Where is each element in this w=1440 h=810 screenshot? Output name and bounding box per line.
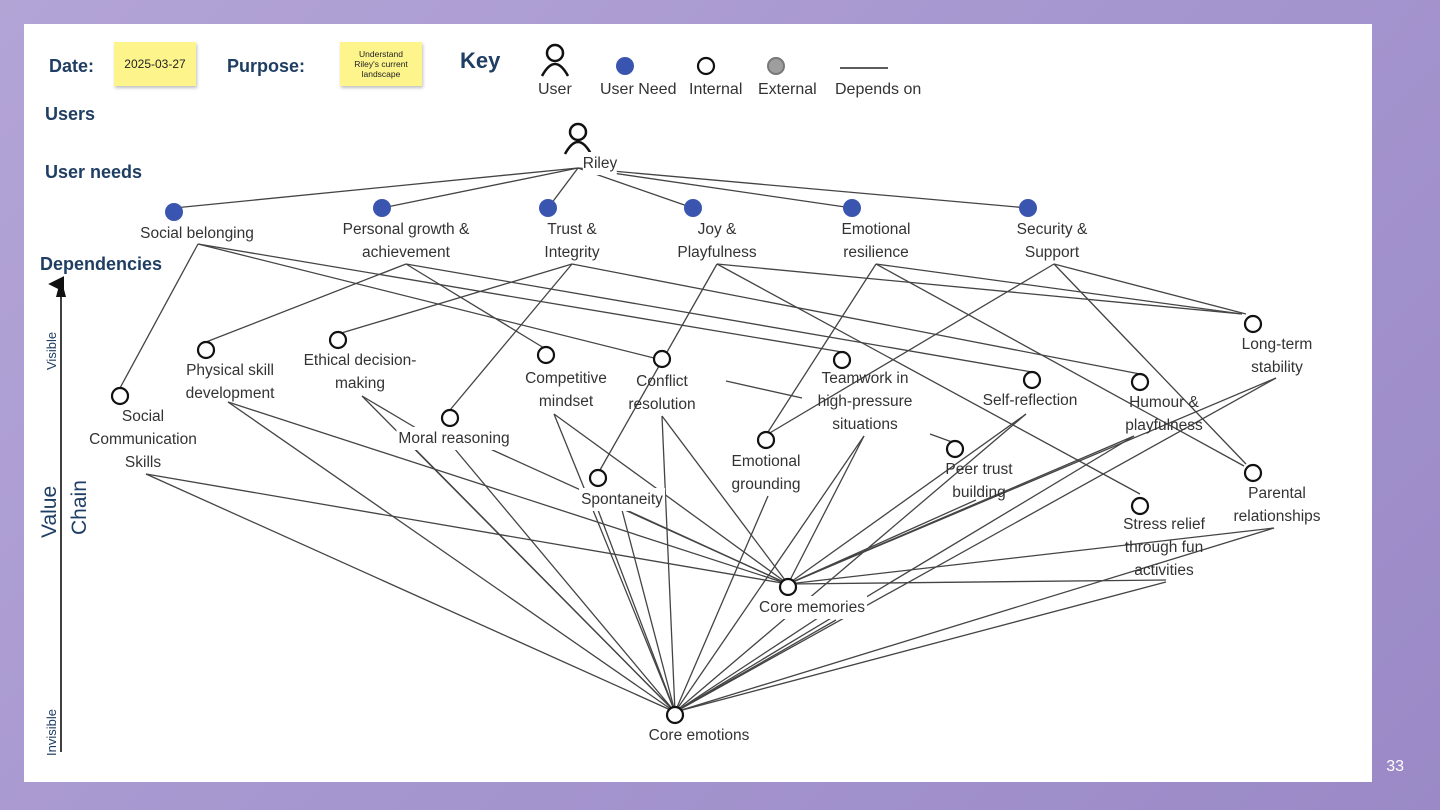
node-self-reflection bbox=[1022, 370, 1042, 390]
label-riley: Riley bbox=[582, 152, 618, 175]
label-trust: Trust & Integrity bbox=[544, 221, 600, 261]
node-competitive bbox=[536, 345, 556, 365]
label-social-belonging: Social belonging bbox=[140, 225, 254, 242]
node-ethical bbox=[328, 330, 348, 350]
node-humour bbox=[1130, 372, 1150, 392]
date-label: Date: bbox=[49, 56, 95, 76]
need-node-personal-growth bbox=[373, 199, 391, 217]
key-depends-on-label: Depends on bbox=[835, 81, 922, 98]
key-internal-label: Internal bbox=[689, 81, 743, 98]
key-user-icon bbox=[540, 43, 570, 77]
key-external-icon bbox=[767, 57, 785, 75]
label-long-term: Long-term stability bbox=[1241, 336, 1313, 376]
node-teamwork bbox=[832, 350, 852, 370]
label-emotional-resilience: Emotional resilience bbox=[841, 221, 911, 261]
node-parental bbox=[1243, 463, 1263, 483]
node-peer-trust bbox=[945, 439, 965, 459]
label-peer-trust: Peer trust building bbox=[945, 461, 1013, 501]
need-node-joy bbox=[684, 199, 702, 217]
label-ethical: Ethical decision- making bbox=[303, 352, 417, 392]
node-conflict bbox=[652, 349, 672, 369]
axis-arrowhead bbox=[56, 278, 66, 297]
label-stress-relief: Stress relief through fun activities bbox=[1123, 516, 1205, 579]
need-node-security bbox=[1019, 199, 1037, 217]
node-spontaneity bbox=[588, 468, 608, 488]
riley-user-icon bbox=[563, 122, 593, 155]
key-title: Key bbox=[460, 48, 501, 73]
key-internal-icon bbox=[696, 56, 716, 76]
section-users: Users bbox=[45, 104, 96, 124]
node-core-emotions bbox=[665, 705, 685, 725]
label-core-emotions: Core emotions bbox=[648, 727, 750, 744]
node-emotional-grounding bbox=[756, 430, 776, 450]
label-parental: Parental relationships bbox=[1233, 485, 1321, 525]
need-node-emotional-resilience bbox=[843, 199, 861, 217]
key-external-label: External bbox=[758, 81, 817, 98]
purpose-sticky-note: Understand Riley's current landscape bbox=[340, 42, 422, 86]
key-user-need-icon bbox=[616, 57, 634, 75]
label-conflict: Conflict resolution bbox=[628, 373, 696, 413]
label-self-reflection: Self-reflection bbox=[982, 392, 1078, 409]
label-humour: Humour & playfulness bbox=[1125, 394, 1203, 434]
node-stress-relief bbox=[1130, 496, 1150, 516]
purpose-label: Purpose: bbox=[227, 56, 306, 76]
date-sticky-note: 2025-03-27 bbox=[114, 42, 196, 86]
label-spontaneity: Spontaneity bbox=[579, 488, 665, 511]
label-joy: Joy & Playfulness bbox=[677, 221, 757, 261]
node-long-term bbox=[1243, 314, 1263, 334]
label-moral: Moral reasoning bbox=[396, 427, 512, 450]
label-core-memories: Core memories bbox=[757, 596, 867, 619]
label-physical-skill: Physical skill development bbox=[185, 362, 275, 402]
page-number: 33 bbox=[1386, 758, 1404, 775]
internal-nodes bbox=[110, 314, 1263, 725]
node-moral bbox=[440, 408, 460, 428]
label-social-comm: Social Communication Skills bbox=[89, 408, 197, 471]
label-personal-growth: Personal growth & achievement bbox=[342, 221, 470, 261]
key-user-need-label: User Need bbox=[600, 81, 677, 98]
value-chain-diagram bbox=[48, 43, 1277, 752]
node-core-memories bbox=[778, 577, 798, 597]
user-need-nodes bbox=[165, 199, 1037, 221]
label-security: Security & Support bbox=[1016, 221, 1088, 261]
node-physical-skill bbox=[196, 340, 216, 360]
slide: Date: 2025-03-27 Purpose: Understand Ril… bbox=[24, 24, 1372, 782]
need-node-social-belonging bbox=[165, 203, 183, 221]
node-social-comm bbox=[110, 386, 130, 406]
key-user-label: User bbox=[538, 81, 572, 98]
label-emotional-grounding: Emotional grounding bbox=[731, 453, 801, 493]
date-value: 2025-03-27 bbox=[124, 57, 186, 71]
purpose-value: Understand Riley's current landscape bbox=[354, 49, 408, 79]
label-teamwork: Teamwork in high-pressure situations bbox=[817, 370, 913, 433]
section-dependencies: Dependencies bbox=[40, 254, 163, 274]
section-user-needs: User needs bbox=[45, 162, 143, 182]
label-competitive: Competitive mindset bbox=[525, 370, 607, 410]
need-node-trust bbox=[539, 199, 557, 217]
